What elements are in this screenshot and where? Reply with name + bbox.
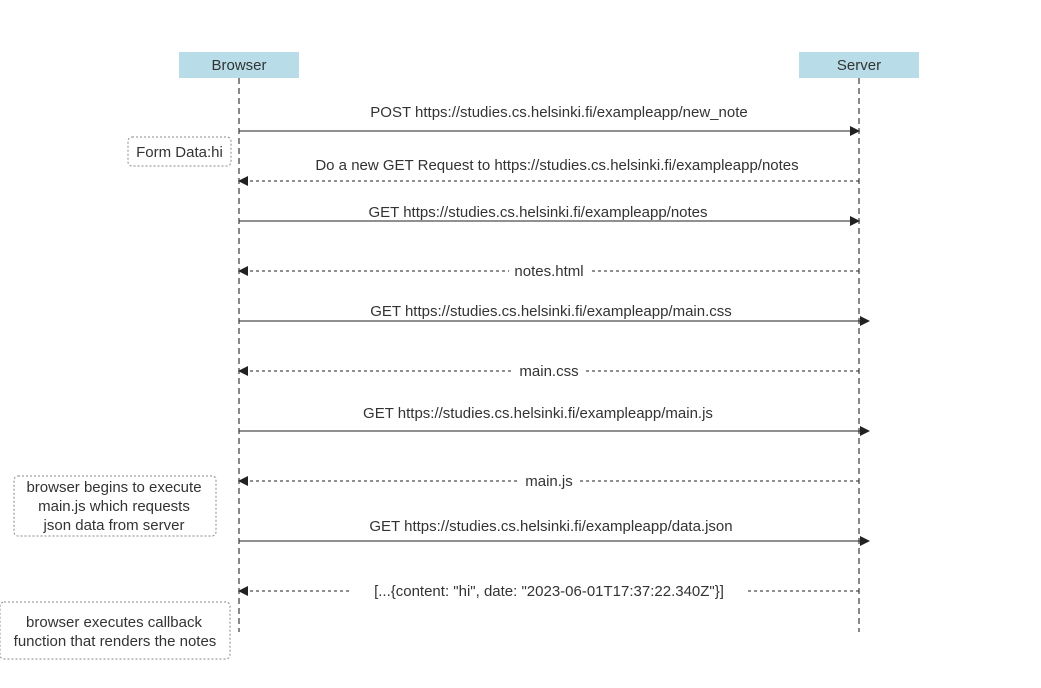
note-line: browser begins to execute (26, 479, 201, 496)
message-label: GET https://studies.cs.helsinki.fi/examp… (369, 518, 732, 535)
message-label: main.js (525, 473, 573, 490)
message-label-bg (352, 582, 746, 600)
server-actor-label: Server (837, 57, 881, 74)
message-get-notes: GET https://studies.cs.helsinki.fi/examp… (239, 204, 860, 226)
message-label: Do a new GET Request to https://studies.… (315, 157, 798, 174)
note-box (0, 601, 231, 660)
note-line: function that renders the notes (14, 633, 217, 650)
server-actor: Server (799, 52, 919, 78)
note-browser-executes-main-js: browser begins to execute main.js which … (13, 475, 217, 537)
message-get-data-json: GET https://studies.cs.helsinki.fi/examp… (239, 518, 870, 546)
note-form-data: Form Data:hi (127, 136, 232, 167)
note-line: Form Data:hi (136, 144, 223, 161)
message-notes-html: notes.html (238, 262, 859, 280)
note-line: json data from server (43, 517, 185, 534)
browser-actor-label: Browser (211, 57, 266, 74)
message-label: POST https://studies.cs.helsinki.fi/exam… (370, 104, 747, 121)
message-data-json-response: [...{content: "hi", date: "2023-06-01T17… (238, 582, 859, 600)
browser-actor-box (179, 52, 299, 78)
message-main-css: main.css (238, 362, 859, 380)
message-label: notes.html (514, 263, 583, 280)
message-get-main-js: GET https://studies.cs.helsinki.fi/examp… (239, 405, 870, 436)
note-box (127, 136, 232, 167)
message-post-new-note: POST https://studies.cs.helsinki.fi/exam… (239, 104, 860, 136)
server-actor-box (799, 52, 919, 78)
message-label: GET https://studies.cs.helsinki.fi/examp… (368, 204, 707, 221)
message-label: GET https://studies.cs.helsinki.fi/examp… (370, 303, 732, 320)
note-line: browser executes callback (26, 614, 202, 631)
note-box (13, 475, 217, 537)
message-label-bg (509, 262, 589, 280)
message-main-js: main.js (238, 472, 859, 490)
message-label: [...{content: "hi", date: "2023-06-01T17… (374, 583, 724, 600)
message-label: GET https://studies.cs.helsinki.fi/examp… (363, 405, 713, 422)
message-redirect-notes: Do a new GET Request to https://studies.… (238, 157, 859, 186)
note-browser-executes-callback: browser executes callback function that … (0, 601, 231, 660)
browser-actor: Browser (179, 52, 299, 78)
message-label-bg (520, 472, 578, 490)
message-label: main.css (519, 363, 578, 380)
note-line: main.js which requests (38, 498, 190, 515)
message-label-bg (513, 362, 583, 380)
message-get-main-css: GET https://studies.cs.helsinki.fi/examp… (239, 303, 870, 326)
